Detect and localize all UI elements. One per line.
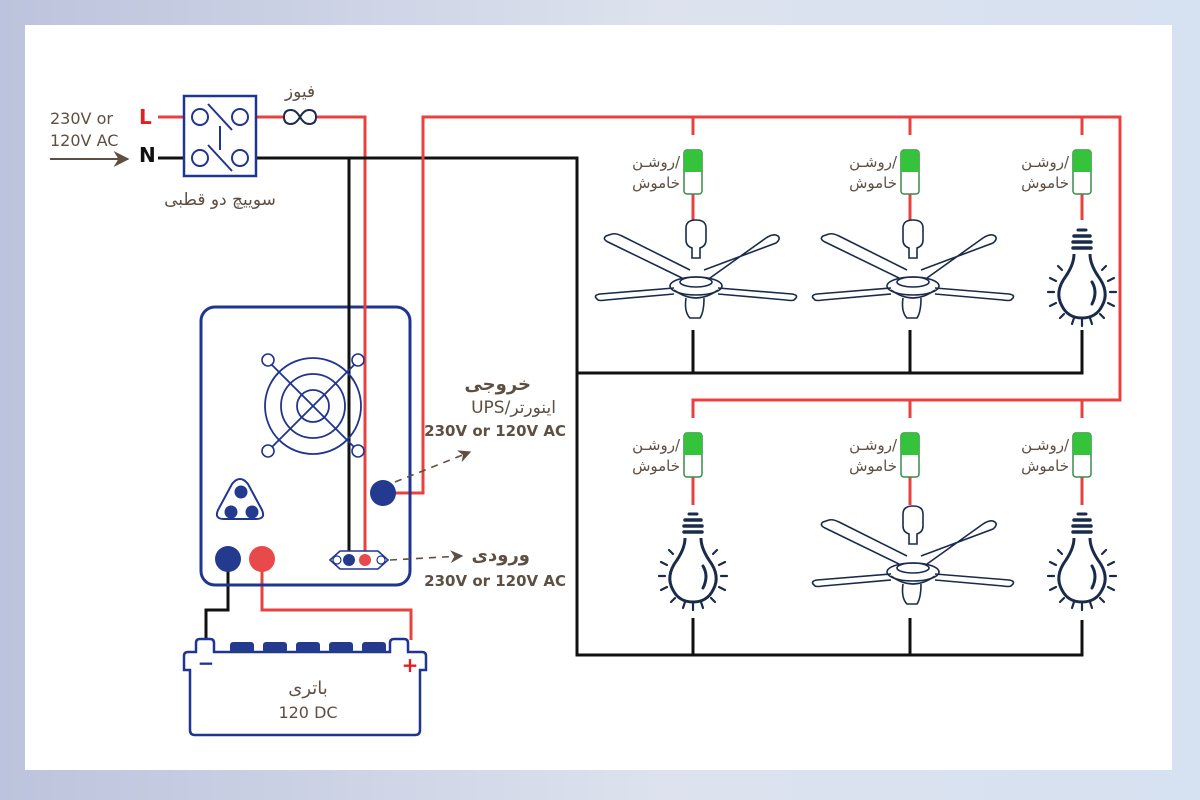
load-bottom-2: روشـن/ خاموش	[811, 432, 1015, 605]
switch-label-on: روشـن/	[1021, 153, 1070, 171]
switch-label-on: روشـن/	[849, 153, 898, 171]
switch-label-off: خاموش	[1021, 457, 1069, 475]
switch-label-off: خاموش	[849, 174, 897, 192]
fuse-label: فیوز	[284, 82, 315, 102]
output-title: خروجی	[464, 374, 531, 395]
battery-positive-terminal	[249, 546, 275, 572]
switch-label-off: خاموش	[849, 457, 897, 475]
ups-inverter: خروجی UPS/اینورتر 230V or 120V AC ورودی …	[199, 305, 566, 590]
switch-label-off: خاموش	[1021, 174, 1069, 192]
input-voltage: 230V or 120V AC	[424, 572, 566, 590]
mains-voltage-label-1: 230V or	[50, 109, 113, 128]
neutral-label: N	[139, 143, 156, 167]
mains-voltage-label-2: 120V AC	[50, 131, 118, 150]
on-off-switch-icon[interactable]	[900, 149, 920, 195]
battery-body	[182, 637, 428, 737]
ups-body	[199, 305, 412, 587]
ac-output-terminal	[370, 480, 396, 506]
on-off-switch-icon[interactable]	[683, 432, 703, 478]
ups-output-live-bus	[393, 115, 1122, 495]
load-bottom-1: روشـن/ خاموش	[632, 432, 729, 612]
fuse: فیوز	[282, 82, 318, 126]
battery-positive-wire	[260, 570, 413, 640]
on-off-switch-icon[interactable]	[900, 432, 920, 478]
battery-label: باتری	[288, 678, 328, 699]
load-top-2: روشـن/ خاموش	[811, 149, 1015, 319]
double-pole-switch-label: سوییچ دو قطبی	[164, 190, 276, 210]
switch-label-off: خاموش	[632, 457, 680, 475]
input-title: ورودی	[472, 545, 530, 566]
mains-input: 230V or 120V AC L N	[50, 105, 156, 167]
switch-label-off: خاموش	[632, 174, 680, 192]
switch-label-on: روشـن/	[632, 436, 681, 454]
three-pin-socket-icon	[215, 478, 265, 520]
neutral-bus-wire	[248, 156, 1084, 657]
on-off-switch-icon[interactable]	[1072, 432, 1092, 478]
output-subtitle: UPS/اینورتر	[471, 398, 556, 418]
live-label: L	[139, 105, 152, 129]
cooling-fan-icon	[261, 353, 365, 458]
switch-label-on: روشـن/	[1021, 436, 1070, 454]
load-bottom-3: روشـن/ خاموش	[1021, 432, 1118, 612]
switch-label-on: روشـن/	[632, 153, 681, 171]
battery: − + باتری 120 DC	[182, 637, 428, 737]
on-off-switch-icon[interactable]	[1072, 149, 1092, 195]
battery-voltage: 120 DC	[278, 703, 337, 722]
double-pole-switch: سوییچ دو قطبی	[164, 94, 276, 210]
fuse-icon	[282, 108, 318, 126]
neutral-return-top-row	[577, 330, 1084, 375]
load-top-3: روشـن/ خاموش	[1021, 149, 1118, 328]
battery-negative-sign: −	[198, 651, 215, 675]
battery-negative-wire	[204, 570, 230, 640]
load-top-1: روشـن/ خاموش	[594, 149, 798, 319]
on-off-switch-icon[interactable]	[683, 149, 703, 195]
ac-input-connector	[328, 550, 390, 570]
output-callout-arrow	[394, 450, 472, 483]
battery-positive-sign: +	[402, 653, 419, 677]
battery-negative-terminal	[215, 546, 241, 572]
output-voltage: 230V or 120V AC	[424, 422, 566, 440]
switch-label-on: روشـن/	[849, 436, 898, 454]
